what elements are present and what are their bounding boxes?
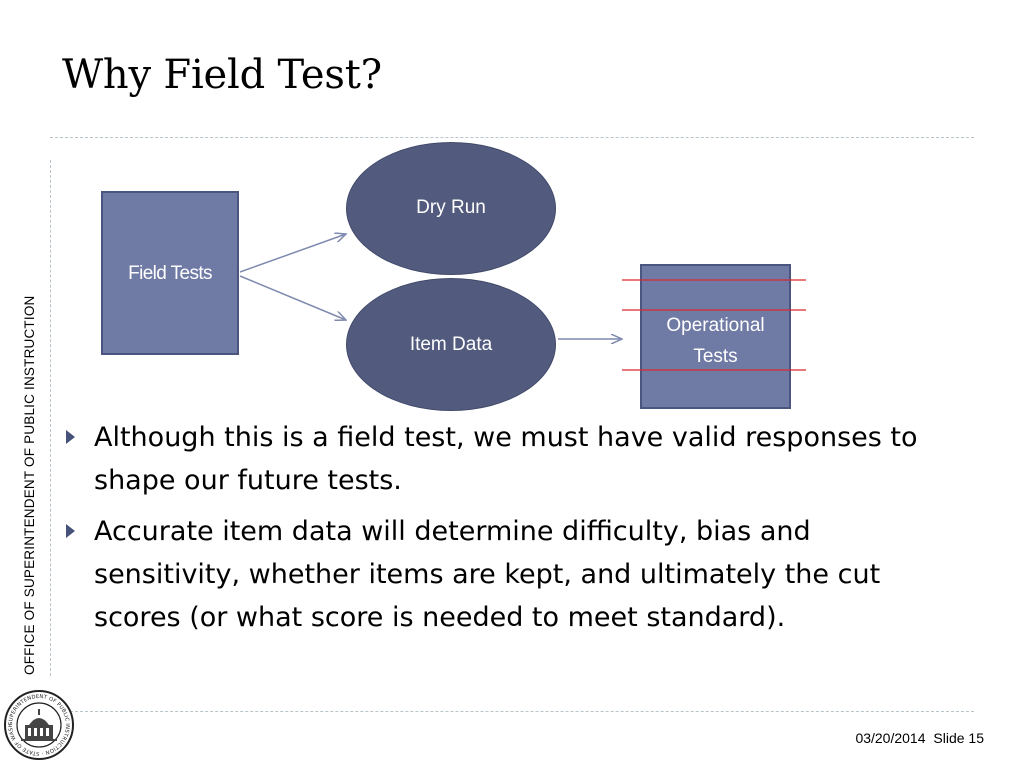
- operational-tests-label-line1: Operational: [666, 315, 765, 336]
- field-tests-label: Field Tests: [128, 263, 212, 284]
- bullet-item: Although this is a field test, we must h…: [62, 416, 962, 502]
- sidebar-divider: [50, 160, 51, 676]
- sidebar-organization-text: OFFICE OF SUPERINTENDENT OF PUBLIC INSTR…: [22, 295, 37, 675]
- footer-date: 03/20/2014: [855, 730, 926, 746]
- slide-number: Slide 15: [933, 730, 984, 746]
- title-divider: [50, 137, 974, 138]
- triangle-right-icon: [66, 430, 75, 444]
- arrow-to-dry-run: [239, 234, 346, 273]
- state-seal-logo: SUPERINTENDENT OF PUBLIC INSTRUCTION · S…: [3, 689, 74, 760]
- bullet-text: Although this is a field test, we must h…: [94, 422, 918, 496]
- footer: 03/20/2014 Slide 15: [855, 730, 984, 746]
- arrow-to-item-data: [239, 275, 346, 320]
- slide-title: Why Field Test?: [62, 52, 382, 98]
- bullet-list: Although this is a field test, we must h…: [62, 416, 962, 647]
- operational-tests-box: Operational Tests: [640, 264, 791, 409]
- dry-run-label: Dry Run: [416, 197, 486, 218]
- bullet-item: Accurate item data will determine diffic…: [62, 510, 962, 639]
- operational-tests-label: Operational Tests: [666, 310, 764, 372]
- triangle-right-icon: [66, 524, 75, 538]
- item-data-label: Item Data: [409, 334, 493, 355]
- field-tests-box: Field Tests: [101, 191, 239, 355]
- bullet-text: Accurate item data will determine diffic…: [94, 516, 881, 633]
- footer-divider: [50, 711, 974, 712]
- operational-tests-label-line2: Tests: [693, 346, 738, 367]
- dry-run-oval: Dry Run: [346, 142, 556, 275]
- item-data-oval: Item Data: [346, 278, 556, 411]
